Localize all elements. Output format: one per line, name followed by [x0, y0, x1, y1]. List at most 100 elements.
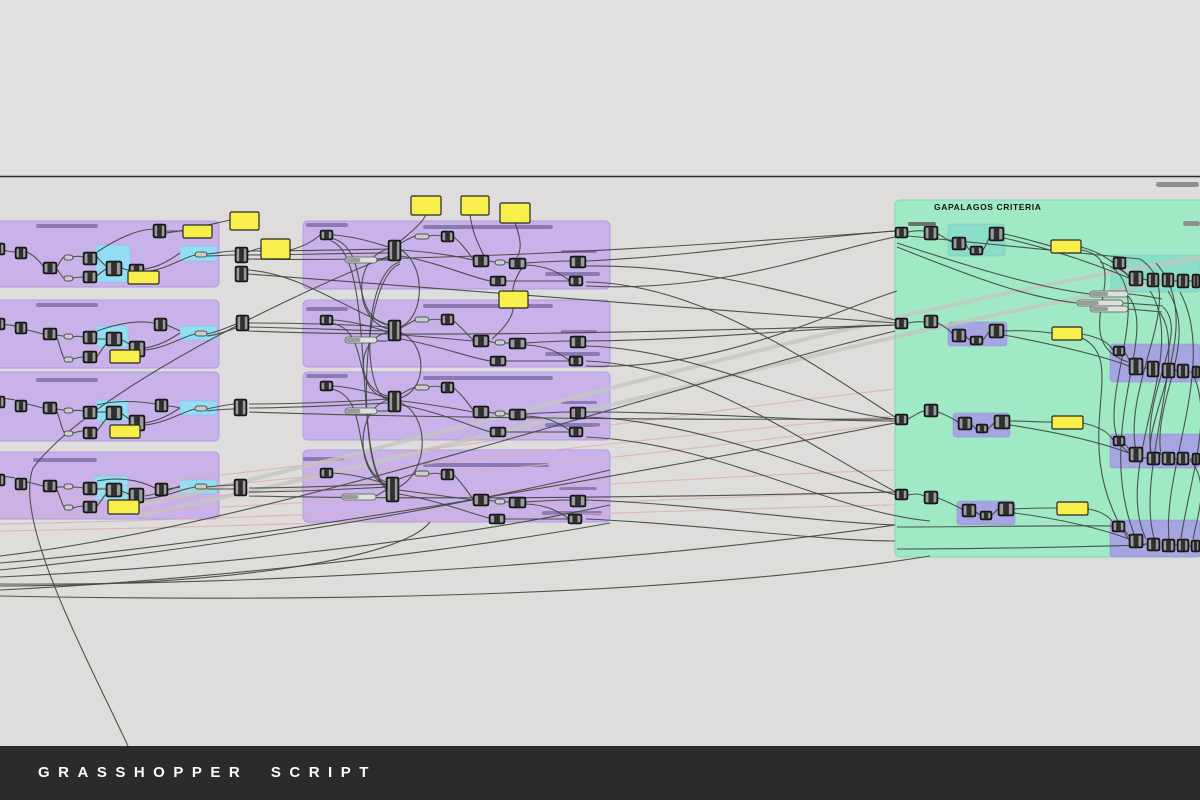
slider-grip[interactable] — [343, 495, 359, 499]
component-node[interactable] — [1146, 537, 1161, 552]
component-node[interactable] — [894, 226, 909, 239]
slider[interactable] — [1089, 305, 1129, 313]
component-node[interactable] — [153, 317, 168, 332]
component-node[interactable] — [569, 335, 587, 349]
component-node[interactable] — [975, 423, 989, 434]
component-node[interactable] — [0, 242, 6, 256]
panel-note[interactable] — [1050, 239, 1082, 254]
param-capsule[interactable] — [63, 254, 74, 261]
collapsed-group-bar[interactable] — [423, 463, 549, 467]
component-node[interactable] — [14, 321, 28, 335]
component-node[interactable] — [440, 313, 455, 326]
component-node[interactable] — [969, 335, 984, 346]
param-capsule[interactable] — [414, 233, 430, 240]
slider-grip[interactable] — [346, 409, 361, 413]
component-node[interactable] — [319, 467, 334, 479]
component-node[interactable] — [0, 395, 6, 409]
component-node[interactable] — [951, 236, 967, 251]
component-node[interactable] — [1176, 273, 1190, 289]
component-node[interactable] — [1146, 451, 1161, 466]
panel-note[interactable] — [1056, 501, 1089, 516]
component-node[interactable] — [472, 334, 490, 348]
component-node[interactable] — [472, 254, 490, 268]
component-node[interactable] — [1190, 539, 1200, 553]
component-node[interactable] — [42, 261, 58, 275]
component-node[interactable] — [105, 405, 123, 421]
panel-note[interactable] — [107, 499, 140, 515]
collapsed-group-bar[interactable] — [36, 224, 98, 228]
component-node[interactable] — [82, 251, 98, 266]
component-node[interactable] — [152, 223, 167, 239]
group-purple[interactable] — [302, 299, 611, 368]
component-node[interactable] — [969, 245, 984, 256]
collapsed-group-bar[interactable] — [545, 352, 600, 356]
component-node[interactable] — [42, 401, 58, 415]
component-node[interactable] — [894, 488, 909, 501]
component-node[interactable] — [988, 323, 1005, 339]
component-node[interactable] — [105, 482, 123, 498]
param-capsule[interactable] — [194, 483, 208, 490]
collapsed-group-bar[interactable] — [306, 307, 348, 311]
panel-note[interactable] — [410, 195, 442, 216]
component-node[interactable] — [923, 490, 939, 505]
component-node[interactable] — [82, 426, 98, 440]
collapsed-bar-gray[interactable] — [908, 222, 936, 226]
component-node[interactable] — [440, 381, 455, 394]
component-node[interactable] — [319, 229, 334, 241]
component-node[interactable] — [472, 493, 490, 507]
component-node[interactable] — [82, 330, 98, 345]
component-node[interactable] — [1191, 273, 1200, 289]
component-node[interactable] — [489, 355, 507, 367]
component-node[interactable] — [894, 317, 909, 330]
component-node[interactable] — [105, 331, 123, 347]
param-capsule[interactable] — [494, 339, 506, 346]
panel-note[interactable] — [109, 424, 141, 439]
slider[interactable] — [344, 407, 378, 415]
param-capsule[interactable] — [63, 333, 74, 340]
slider-grip[interactable] — [1091, 307, 1109, 311]
panel-note[interactable] — [499, 202, 531, 224]
scrollbar[interactable] — [1156, 182, 1199, 187]
component-node[interactable] — [923, 314, 939, 329]
param-capsule[interactable] — [63, 504, 74, 511]
collapsed-group-bar[interactable] — [33, 458, 97, 462]
component-node[interactable] — [154, 482, 169, 497]
component-node[interactable] — [1112, 435, 1126, 447]
component-node[interactable] — [387, 390, 402, 413]
component-node[interactable] — [82, 270, 98, 284]
component-node[interactable] — [508, 496, 527, 509]
panel-note[interactable] — [260, 238, 291, 260]
component-node[interactable] — [508, 408, 527, 421]
component-node[interactable] — [508, 337, 527, 350]
component-node[interactable] — [14, 246, 28, 260]
component-node[interactable] — [14, 477, 28, 491]
group-purple[interactable] — [302, 220, 611, 290]
collapsed-group-bar[interactable] — [306, 223, 348, 227]
param-capsule[interactable] — [494, 498, 506, 505]
component-node[interactable] — [951, 328, 967, 343]
collapsed-group-bar[interactable] — [423, 376, 553, 380]
component-node[interactable] — [489, 426, 507, 438]
param-capsule[interactable] — [414, 316, 430, 323]
param-capsule[interactable] — [63, 483, 74, 490]
component-node[interactable] — [82, 500, 98, 514]
component-node[interactable] — [957, 416, 973, 431]
component-node[interactable] — [387, 319, 402, 342]
component-node[interactable] — [1112, 256, 1127, 270]
component-node[interactable] — [988, 226, 1005, 242]
slider[interactable] — [344, 336, 378, 344]
component-node[interactable] — [233, 478, 248, 497]
collapsed-group-bar[interactable] — [36, 303, 98, 307]
collapsed-group-bar[interactable] — [306, 374, 348, 378]
component-node[interactable] — [319, 314, 334, 326]
param-capsule[interactable] — [194, 405, 208, 412]
param-capsule[interactable] — [194, 251, 208, 258]
slider[interactable] — [341, 493, 377, 501]
scrollbar[interactable] — [1183, 221, 1200, 226]
param-capsule[interactable] — [63, 275, 74, 282]
component-node[interactable] — [128, 487, 145, 504]
component-node[interactable] — [82, 405, 98, 420]
collapsed-group-bar[interactable] — [423, 304, 553, 308]
collapsed-group-bar[interactable] — [561, 401, 597, 404]
panel-note[interactable] — [182, 224, 213, 239]
